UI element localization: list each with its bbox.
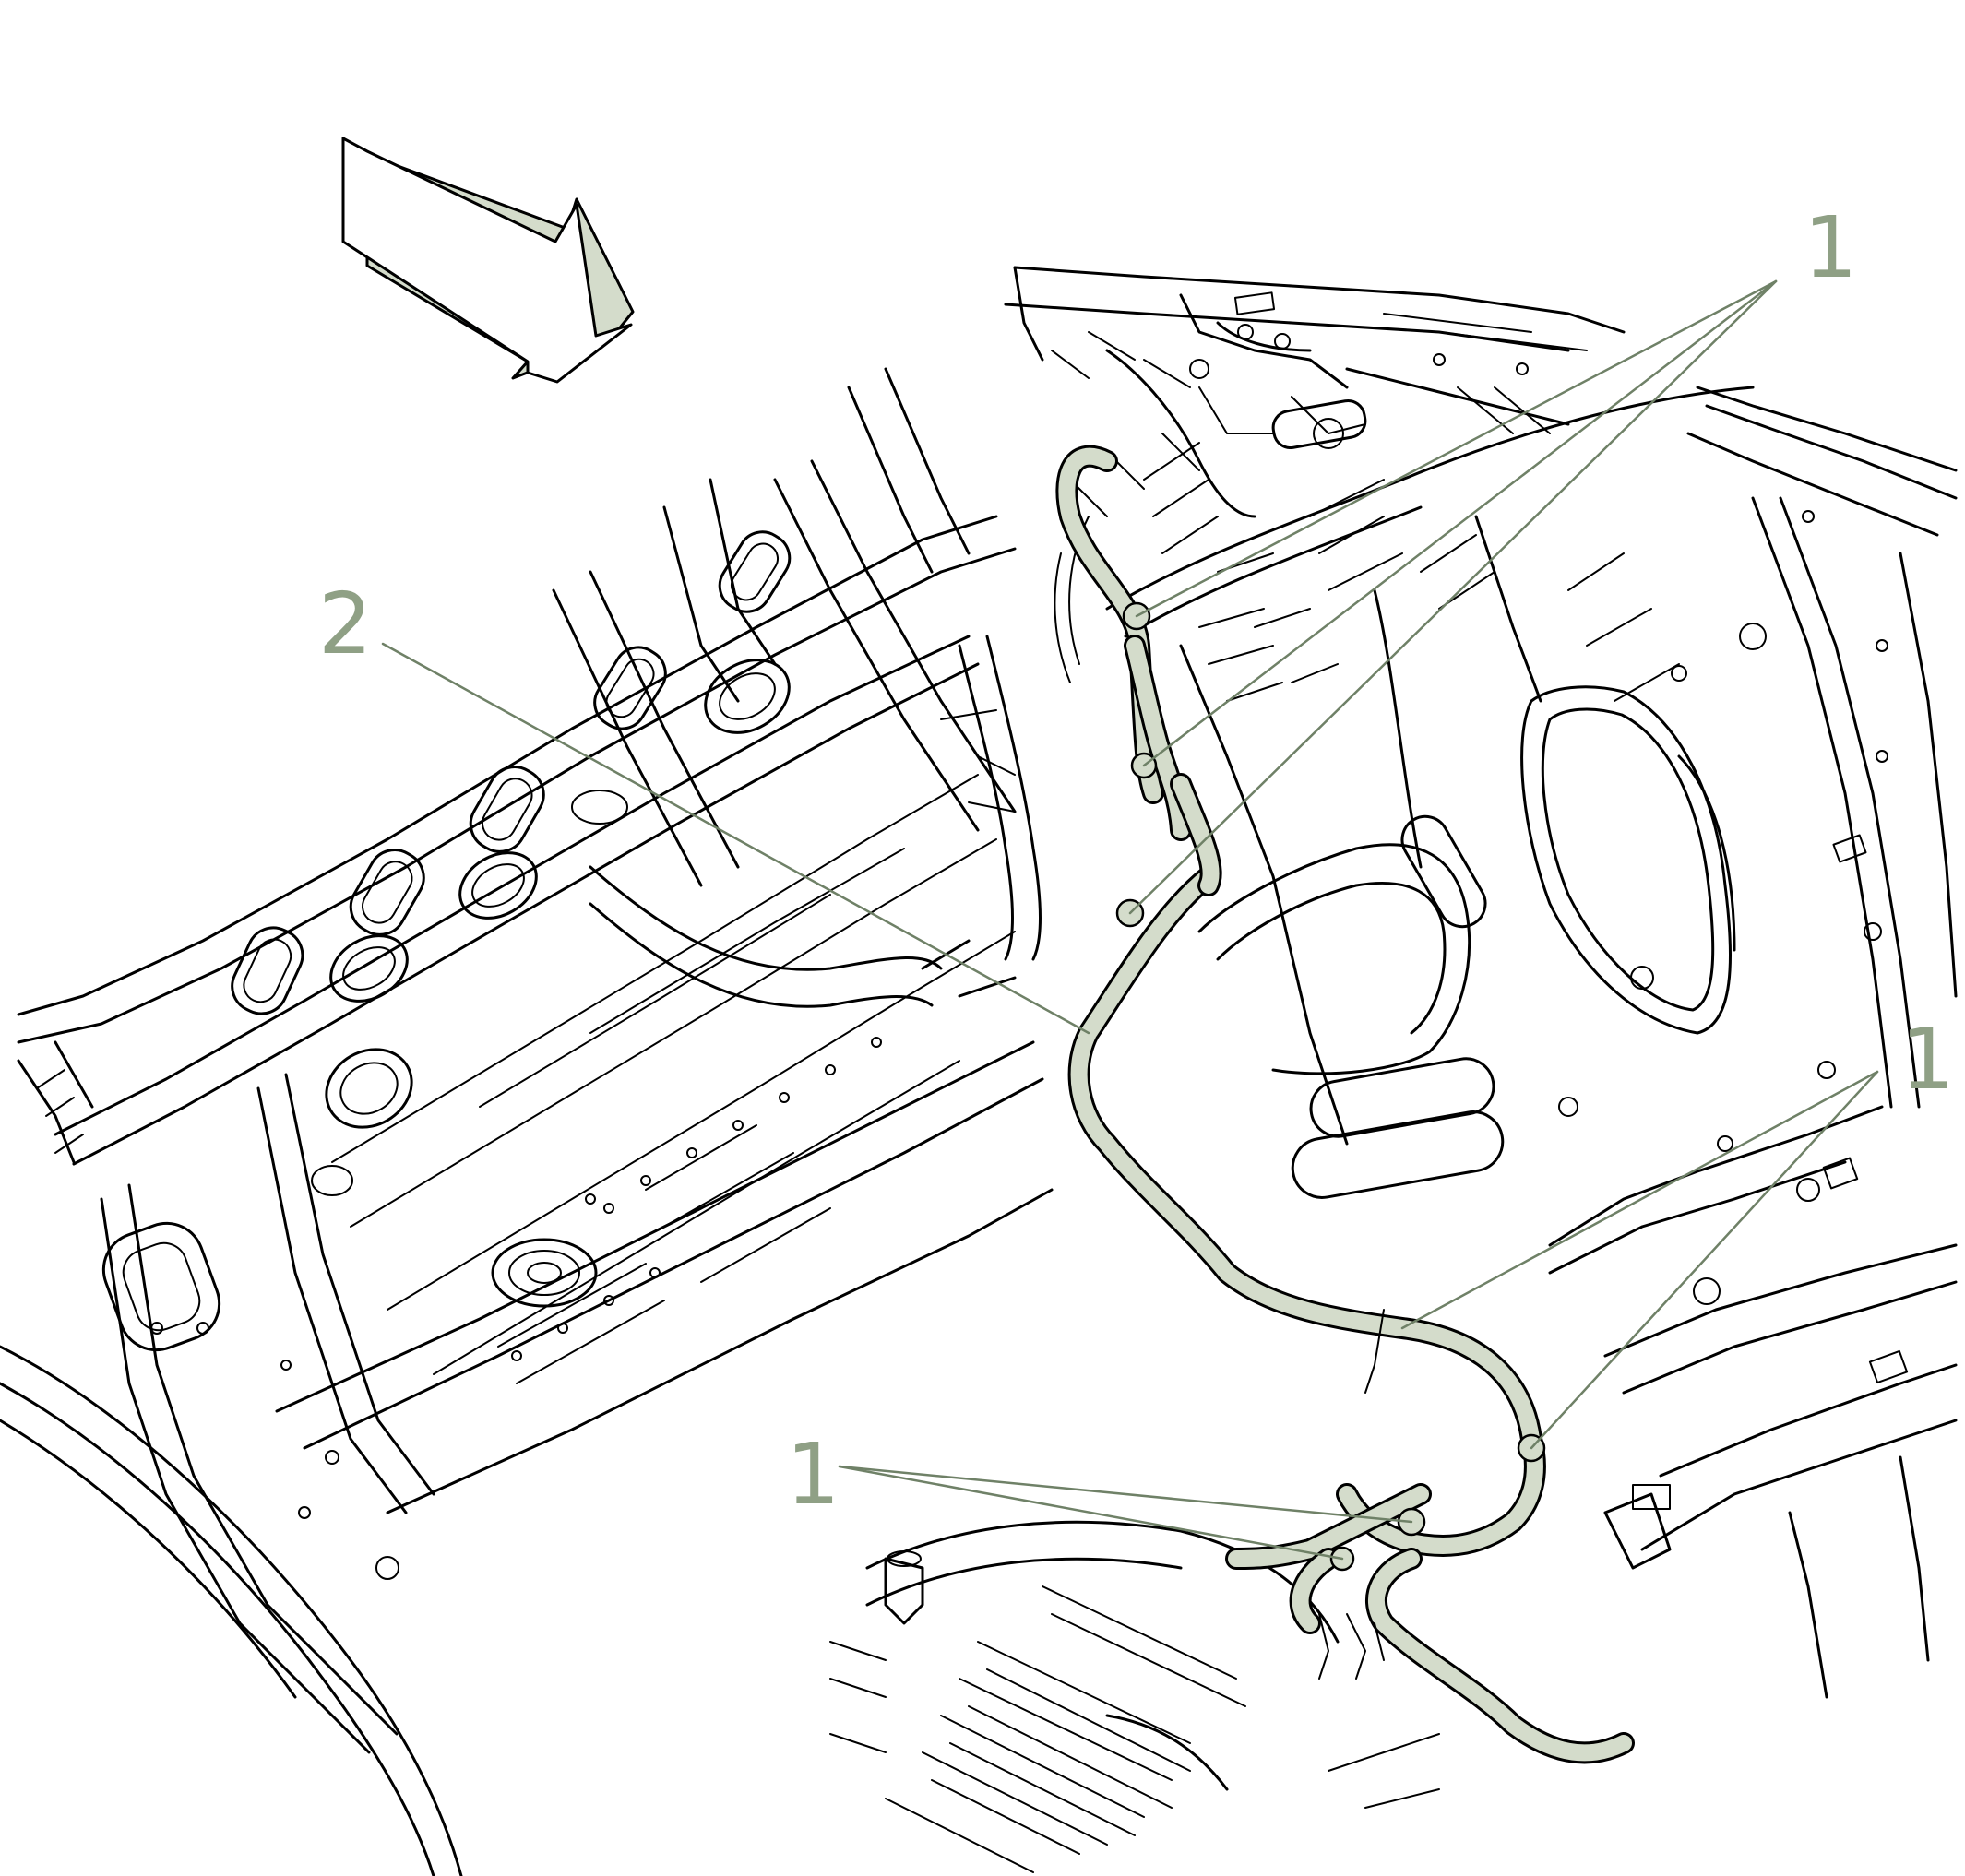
wiring-harness — [1055, 445, 1635, 1764]
leader-2 — [381, 642, 1090, 1035]
view-direction-arrow — [341, 137, 635, 384]
callout-2: 2 — [318, 575, 373, 673]
wheelhouse-right — [1069, 386, 1958, 1699]
leader-1-top-c — [1128, 279, 1778, 915]
leader-1-top-a — [1135, 279, 1778, 618]
callout-1-right: 1 — [1900, 1010, 1955, 1109]
leader-lines — [381, 279, 1879, 1561]
leader-1-bottom-a — [838, 1465, 1413, 1524]
leader-1-bottom-b — [838, 1465, 1344, 1561]
leader-1-right-b — [1530, 1070, 1879, 1450]
leader-1-right-a — [1400, 1070, 1879, 1330]
rear-package-shelf — [1004, 266, 1626, 702]
callout-1-top: 1 — [1804, 198, 1858, 297]
rear-floor-panel — [829, 1520, 1440, 1873]
floor-frame-left — [0, 367, 1054, 1876]
crossmember-tube — [589, 635, 1042, 1008]
callout-1-bottom: 1 — [786, 1425, 840, 1524]
leader-1-top-b — [1142, 279, 1778, 767]
